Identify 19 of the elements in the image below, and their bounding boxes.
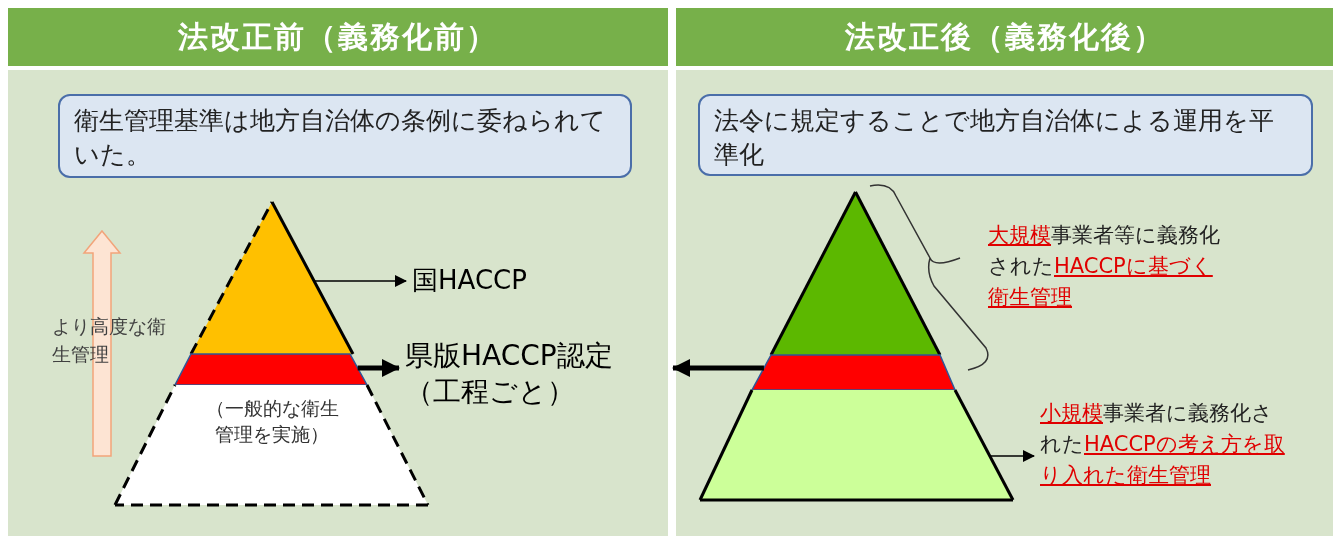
arrow [672, 359, 764, 377]
arrow [989, 450, 1035, 462]
pyramid-tier [189, 200, 355, 356]
pyramid-band [173, 352, 369, 387]
arrow [357, 359, 400, 377]
pyramid-tier [698, 388, 1015, 502]
note-box: 法令に規定することで地方自治体による運用を平準化 [698, 94, 1313, 176]
callout-text: 国HACCP [412, 262, 582, 298]
callout-text: 小規模事業者に義務化されたHACCPの考え方を取り入れた衛生管理 [1040, 398, 1286, 491]
callout-text: 大規模事業者等に義務化されたHACCPに基づく衛生管理 [988, 220, 1228, 313]
note-box: 衛生管理基準は地方自治体の条例に委ねられていた。 [58, 94, 632, 178]
header-band: 法改正前（義務化前） [8, 8, 668, 66]
arrow [313, 275, 407, 287]
arrow-label: より高度な衛生管理 [52, 314, 167, 367]
header-band: 法改正後（義務化後） [676, 8, 1333, 66]
callout-text: 県版HACCP認定（工程ごと） [405, 338, 667, 410]
tier-label: （一般的な衛生管理を実施） [204, 396, 340, 447]
pyramid-band [750, 353, 957, 392]
pyramid-tier [769, 190, 942, 357]
